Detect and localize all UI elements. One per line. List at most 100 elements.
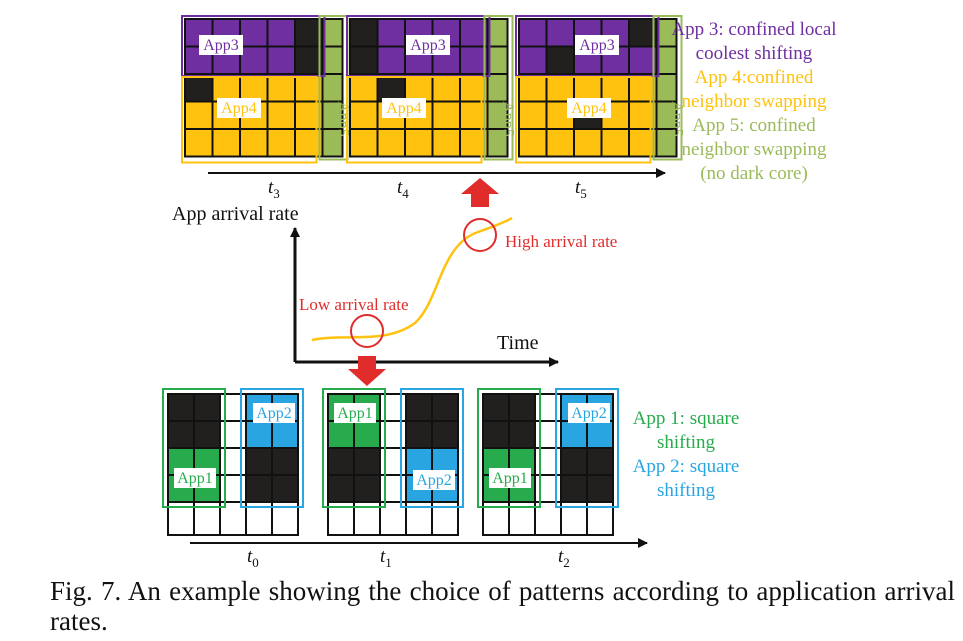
core-cell (628, 128, 658, 158)
core-cell (349, 100, 379, 130)
core-cell (167, 393, 195, 422)
y-axis-label: App arrival rate (172, 203, 299, 225)
core-cell (239, 73, 269, 103)
core-cell (239, 128, 269, 158)
app1-region (162, 388, 226, 508)
x-axis-label: Time (497, 332, 539, 354)
core-cell (545, 45, 575, 75)
top-legend-line: neighbor swapping (681, 139, 827, 160)
core-cell (271, 447, 299, 476)
core-cell (431, 420, 459, 449)
arrow-up-icon (461, 178, 499, 207)
core-cell (219, 447, 247, 476)
core-cell (573, 73, 603, 103)
core-cell (586, 474, 614, 503)
core-cell (459, 73, 489, 103)
core-cell (628, 100, 658, 130)
core-cell (327, 447, 355, 476)
core-cell (376, 73, 406, 103)
core-cell (534, 393, 562, 422)
app2-label: App2 (416, 472, 452, 489)
app1-region (477, 388, 541, 508)
core-cell (266, 18, 296, 48)
app3-label: App3 (410, 37, 446, 54)
core-cell (266, 73, 296, 103)
time-label-t5: t5 (575, 177, 587, 201)
core-cell (518, 128, 548, 158)
low-rate-label: Low arrival rate (299, 295, 409, 314)
bottom-legend-line: App 2: square (633, 456, 740, 477)
core-cell (405, 393, 433, 422)
app5-region (483, 15, 514, 161)
core-cell (294, 128, 324, 158)
core-cell (321, 128, 344, 158)
core-cell (266, 45, 296, 75)
core-cell (586, 420, 614, 449)
core-cell (628, 73, 658, 103)
core-cell (327, 420, 355, 449)
core-cell (560, 420, 588, 449)
core-cell (266, 128, 296, 158)
core-cell (431, 128, 461, 158)
core-cell (486, 128, 509, 158)
core-cell (376, 128, 406, 158)
core-cell (379, 447, 407, 476)
bottom-legend-line: App 1: square (633, 408, 740, 429)
app4-label: App4 (221, 100, 257, 117)
core-cell (327, 474, 355, 503)
core-cell (518, 73, 548, 103)
core-cell (353, 474, 381, 503)
core-cell (534, 447, 562, 476)
core-cell (245, 420, 273, 449)
core-cell (379, 420, 407, 449)
time-label-t0: t0 (247, 546, 259, 570)
core-cell (655, 128, 678, 158)
core-cell (294, 100, 324, 130)
core-cell (379, 393, 407, 422)
core-cell (245, 447, 273, 476)
core-cell (184, 100, 214, 130)
app4-region (515, 76, 652, 164)
app2-region (555, 388, 619, 508)
core-cell (266, 100, 296, 130)
core-cell (353, 447, 381, 476)
core-cell (459, 18, 489, 48)
app1-label: App1 (177, 470, 213, 487)
app5-region (652, 15, 683, 161)
top-legend-line: App 3: confined local (671, 19, 836, 40)
bottom-legend-line: shifting (657, 480, 716, 501)
app5-label: App5 (335, 101, 352, 137)
core-cell (404, 128, 434, 158)
core-cell (219, 420, 247, 449)
app4-label: App4 (571, 100, 607, 117)
app4-label: App4 (386, 100, 422, 117)
app3-label: App3 (579, 37, 615, 54)
figure-caption: Fig. 7. An example showing the choice of… (50, 576, 955, 636)
core-cell (586, 447, 614, 476)
core-cell (193, 420, 221, 449)
time-label-t1: t1 (380, 546, 392, 570)
core-cell (482, 420, 510, 449)
top-legend-line: coolest shifting (696, 43, 813, 64)
core-cell (245, 474, 273, 503)
core-cell (431, 100, 461, 130)
low-rate-marker (350, 314, 384, 348)
core-cell (518, 18, 548, 48)
core-cell (211, 73, 241, 103)
core-cell (376, 18, 406, 48)
core-cell (459, 45, 489, 75)
core-cell (600, 128, 630, 158)
bottom-legend-line: shifting (657, 432, 716, 453)
core-cell (545, 73, 575, 103)
arrow-down-icon (348, 356, 386, 386)
time-label-t2: t2 (558, 546, 570, 570)
core-cell (294, 73, 324, 103)
core-cell (405, 420, 433, 449)
core-cell (560, 447, 588, 476)
app3-label: App3 (203, 37, 239, 54)
